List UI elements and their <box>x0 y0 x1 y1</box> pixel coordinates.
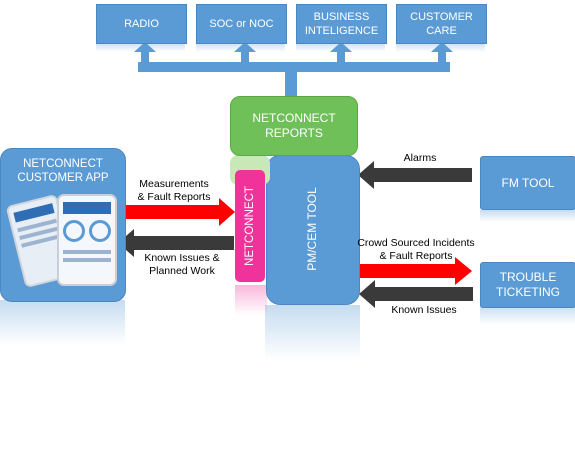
trouble-ticketing-box: TROUBLE TICKETING <box>480 262 575 308</box>
reports-label-line1: NETCONNECT <box>252 111 336 125</box>
customer-app-box: NETCONNECT CUSTOMER APP <box>0 148 126 302</box>
trouble-label-line2: TICKETING <box>495 285 560 299</box>
measurements-label: Measurements & Fault Reports <box>137 178 211 203</box>
reports-label-line2: REPORTS <box>265 126 323 140</box>
pmcem-reflection <box>265 305 360 360</box>
connector-stem <box>285 66 297 96</box>
phone-image-front <box>57 194 117 286</box>
netconnect-reflection <box>235 285 267 315</box>
known-planned-arrow <box>118 229 234 257</box>
netconnect-label: NETCONNECT <box>244 186 256 266</box>
customer-app-reflection <box>0 300 125 345</box>
trouble-label-line1: TROUBLE <box>499 270 557 284</box>
alarms-arrow <box>358 161 472 189</box>
crowd-arrow <box>357 257 472 285</box>
cc-label-line1: CUSTOMER <box>410 11 473 23</box>
alarms-label: Alarms <box>403 152 437 164</box>
business-intelligence-box: BUSINESS INTELIGENCE <box>296 4 387 44</box>
bi-label-line1: BUSINESS <box>313 11 370 23</box>
netconnect-reports-box: NETCONNECT REPORTS <box>230 96 358 156</box>
known-label: Known Issues <box>391 304 457 316</box>
bi-label-line2: INTELIGENCE <box>304 25 379 37</box>
fm-tool-label: FM TOOL <box>501 176 555 190</box>
connector-bar <box>138 62 450 72</box>
soc-noc-label: SOC or NOC <box>209 18 274 30</box>
crowd-label: Crowd Sourced Incidents & Fault Reports <box>357 237 475 262</box>
netconnect-box: NETCONNECT <box>235 170 265 282</box>
fm-reflection <box>480 210 575 222</box>
radio-box: RADIO <box>96 4 187 44</box>
customer-app-label-line2: CUSTOMER APP <box>17 172 109 184</box>
customer-care-box: CUSTOMER CARE <box>396 4 487 44</box>
customer-app-label-line1: NETCONNECT <box>23 158 103 170</box>
pmcem-tool-box <box>266 155 360 305</box>
known-arrow <box>359 280 473 308</box>
trouble-reflection <box>480 305 575 325</box>
fm-tool-box: FM TOOL <box>480 156 575 210</box>
measurements-arrow <box>123 198 235 226</box>
pmcem-label: PM/CEM TOOL <box>304 187 319 271</box>
soc-noc-box: SOC or NOC <box>196 4 287 44</box>
known-planned-label: Known Issues & Planned Work <box>144 252 220 277</box>
cc-label-line2: CARE <box>426 25 457 37</box>
radio-label: RADIO <box>124 18 159 30</box>
